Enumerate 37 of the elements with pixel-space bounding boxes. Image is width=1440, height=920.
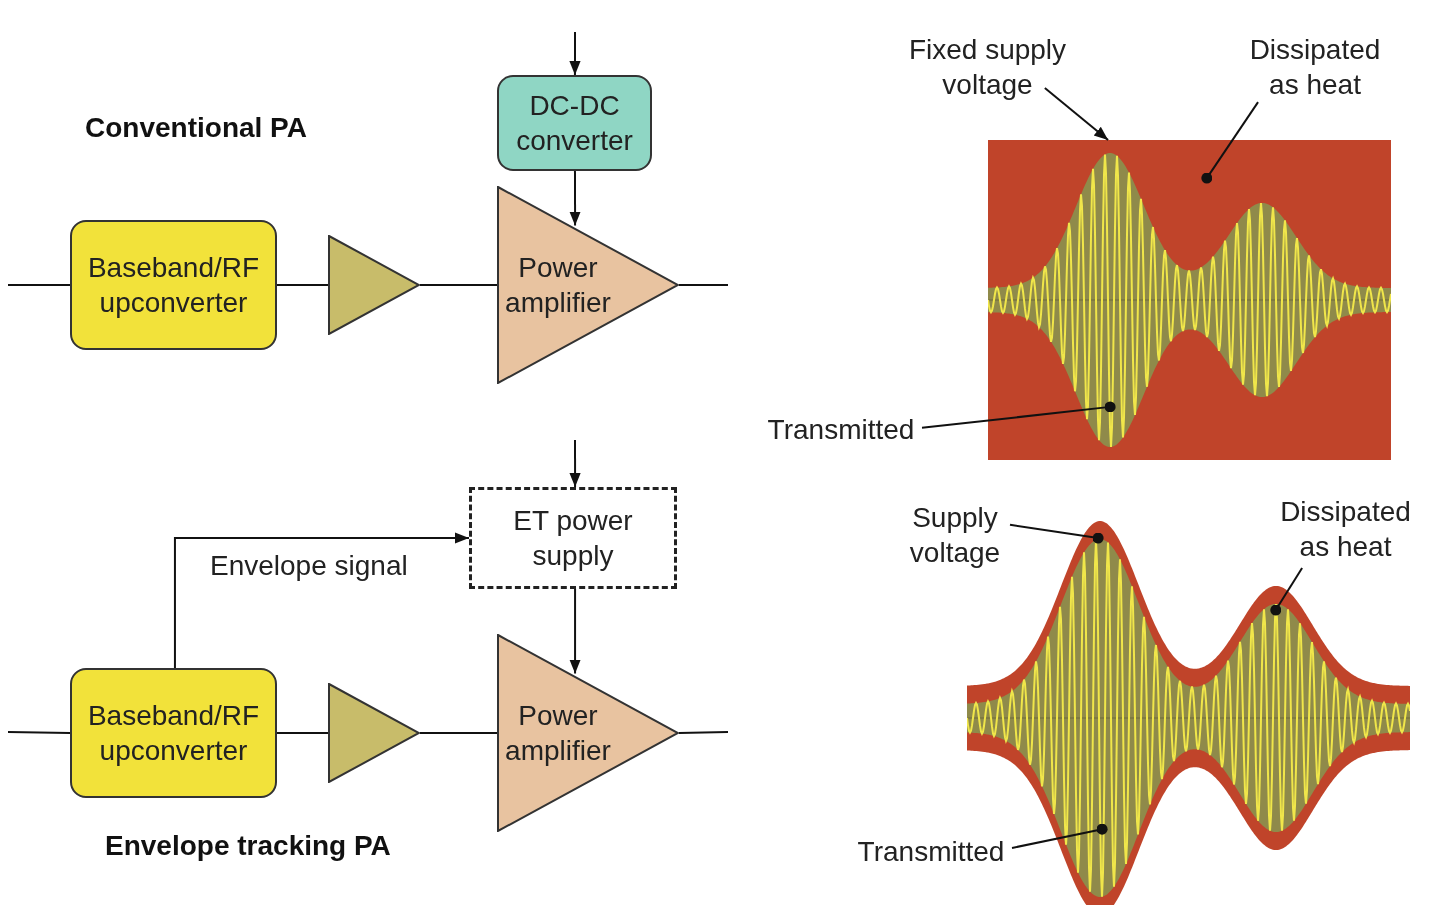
signal-line (419, 284, 498, 286)
section-title: Envelope tracking PA (105, 830, 391, 862)
signal-line (678, 731, 729, 734)
signal-line (276, 284, 329, 286)
callout-text: Dissipated as heat (1248, 33, 1382, 102)
arrow (569, 588, 581, 675)
signal-line (419, 732, 498, 734)
node-label: Power amplifier (504, 251, 612, 320)
process-box (70, 220, 277, 350)
section-title: Conventional PA (85, 112, 307, 144)
arrow (569, 439, 581, 488)
signal-line (7, 284, 71, 286)
arrow (173, 532, 470, 669)
callout-text: Transmitted (857, 834, 1005, 869)
callout-text: Transmitted (767, 412, 915, 447)
leader-line (921, 401, 1116, 429)
node-label: Baseband/RF upconverter (86, 699, 261, 768)
leader-line (1009, 523, 1104, 544)
callout-text: Supply voltage (908, 501, 1002, 570)
signal-line (7, 731, 71, 734)
converter-box (497, 75, 652, 171)
leader-line (1043, 87, 1110, 141)
signal-line (678, 284, 729, 286)
node-label: Power amplifier (504, 699, 612, 768)
arrow (569, 170, 581, 227)
leader-line (1270, 567, 1304, 616)
arrow (569, 31, 581, 76)
process-box (70, 668, 277, 798)
node-label: ET power supply (512, 504, 634, 573)
leader-line (1201, 101, 1260, 184)
signal-line (276, 732, 329, 734)
callout-text: Fixed supply voltage (907, 33, 1068, 102)
leader-line (1011, 823, 1108, 849)
callout-text: Dissipated as heat (1279, 495, 1412, 564)
node-label: DC-DC converter (515, 89, 634, 158)
node-label: Baseband/RF upconverter (86, 251, 261, 320)
dashed-box (469, 487, 677, 589)
